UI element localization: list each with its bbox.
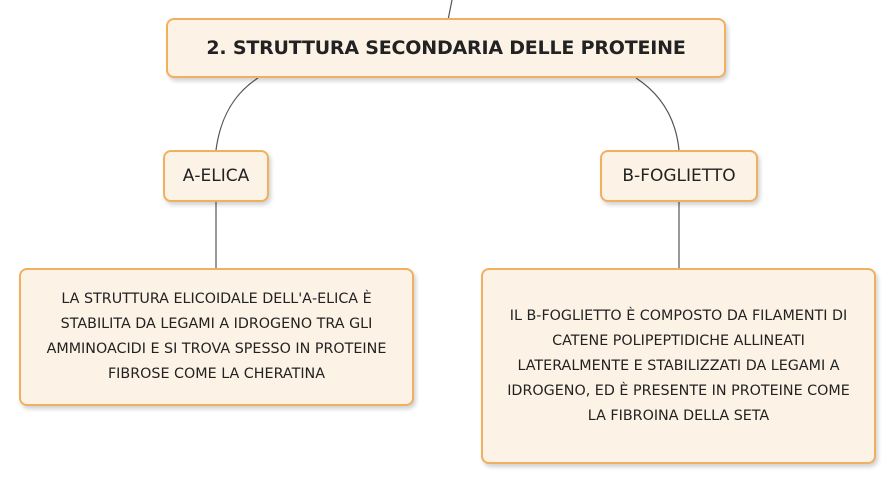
alpha-helix-description-text: LA STRUTTURA ELICOIDALE DELL'α-ELICA È S…: [46, 291, 387, 382]
connector-title-to-beta: [635, 77, 680, 151]
main-topic-node[interactable]: 2. STRUTTURA SECONDARIA DELLE PROTEINE: [166, 18, 726, 78]
alpha-helix-node[interactable]: α-ELICA: [163, 150, 269, 202]
beta-sheet-node[interactable]: β-FOGLIETTO: [600, 150, 758, 202]
connector-title-to-alpha: [215, 77, 259, 151]
beta-sheet-description-text: IL β-FOGLIETTO È COMPOSTO DA FILAMENTI D…: [507, 307, 850, 424]
beta-sheet-description-node[interactable]: IL β-FOGLIETTO È COMPOSTO DA FILAMENTI D…: [481, 268, 876, 464]
alpha-helix-label: α-ELICA: [182, 166, 250, 186]
alpha-helix-description-node[interactable]: LA STRUTTURA ELICOIDALE DELL'α-ELICA È S…: [19, 268, 414, 406]
main-topic-text: 2. STRUTTURA SECONDARIA DELLE PROTEINE: [206, 37, 686, 59]
connector-parent-to-title: [447, 0, 453, 21]
beta-sheet-label: β-FOGLIETTO: [622, 166, 736, 186]
